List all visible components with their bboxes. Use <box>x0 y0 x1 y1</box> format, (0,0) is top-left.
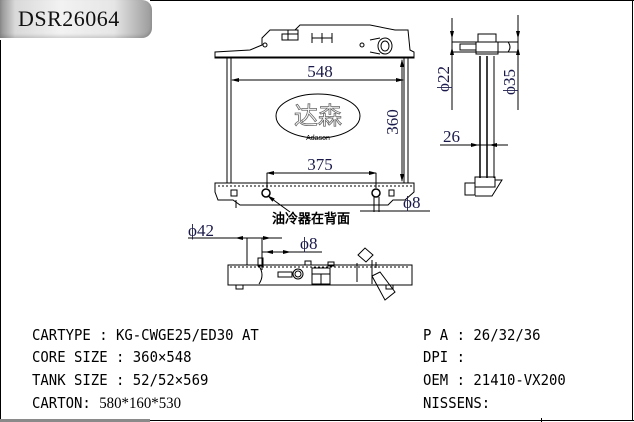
spec-tank-size-label: TANK SIZE <box>32 371 108 389</box>
title-tab: DSR26064 <box>0 0 152 38</box>
adason-logo: 达森 Adason <box>275 93 361 142</box>
frame-left-border <box>0 40 1 422</box>
spec-dpi-label: DPI <box>423 348 449 366</box>
logo-cn-text: 达森 <box>294 102 342 130</box>
spec-oem-label: OEM <box>423 371 449 389</box>
frame-top-border <box>150 0 634 1</box>
spec-pa-value: 26/32/36 <box>473 326 541 344</box>
front-dimensions <box>231 59 430 213</box>
spec-oem-value: 21410-VX200 <box>473 371 566 389</box>
spec-core-size-label: CORE SIZE <box>32 348 108 366</box>
spec-carton-value: 580*160*530 <box>99 395 182 412</box>
radiator-technical-drawing: 548 360 375 ϕ8 达森 Adason 油冷器在背面 ϕ22 ϕ35 … <box>188 15 520 301</box>
spec-nissens: NISSENS: <box>423 394 491 412</box>
logo-en-text: Adason <box>306 135 330 142</box>
spec-cartype: CARTYPE : KG-CWGE25/ED30 AT <box>32 326 259 344</box>
spec-carton-label: CARTON <box>32 394 83 412</box>
spec-oem: OEM : 21410-VX200 <box>423 371 566 389</box>
spec-tank-size: TANK SIZE : 52/52×569 <box>32 371 209 389</box>
dim-core-width: 548 <box>307 62 333 81</box>
spec-tank-size-value: 52/52×569 <box>132 371 209 389</box>
frame-bottom-border <box>150 420 634 421</box>
spec-core-size: CORE SIZE : 360×548 <box>32 348 192 366</box>
spec-cartype-value: KG-CWGE25/ED30 AT <box>115 326 259 344</box>
part-number-title: DSR26064 <box>18 6 120 31</box>
dim-pin-bottom: ϕ8 <box>300 234 317 253</box>
dim-tank-depth: 26 <box>443 127 460 146</box>
oil-cooler-note: 油冷器在背面 <box>272 211 350 227</box>
spec-nissens-label: NISSENS <box>423 394 482 412</box>
dim-core-height: 360 <box>383 109 402 135</box>
dim-outlet-diameter: ϕ35 <box>500 69 519 95</box>
spec-carton: CARTON: 580*160*530 <box>32 394 182 412</box>
dim-mount-spacing: 375 <box>307 155 333 174</box>
bottom-view <box>188 236 413 301</box>
frame-bottom-tick <box>541 418 542 422</box>
front-view <box>214 24 415 212</box>
spec-dpi: DPI : <box>423 348 465 366</box>
dim-pin-right: ϕ8 <box>403 193 420 212</box>
spec-core-size-value: 360×548 <box>132 348 192 366</box>
frame-right-border <box>632 0 633 420</box>
side-view <box>440 15 520 197</box>
frame-bottom-accent <box>0 419 150 422</box>
spec-pa-label: P A <box>423 326 449 344</box>
dim-inlet-diameter: ϕ22 <box>434 66 453 92</box>
spec-pa: P A : 26/32/36 <box>423 326 541 344</box>
spec-cartype-label: CARTYPE <box>32 326 91 344</box>
dim-filler-diameter: ϕ42 <box>188 221 214 240</box>
